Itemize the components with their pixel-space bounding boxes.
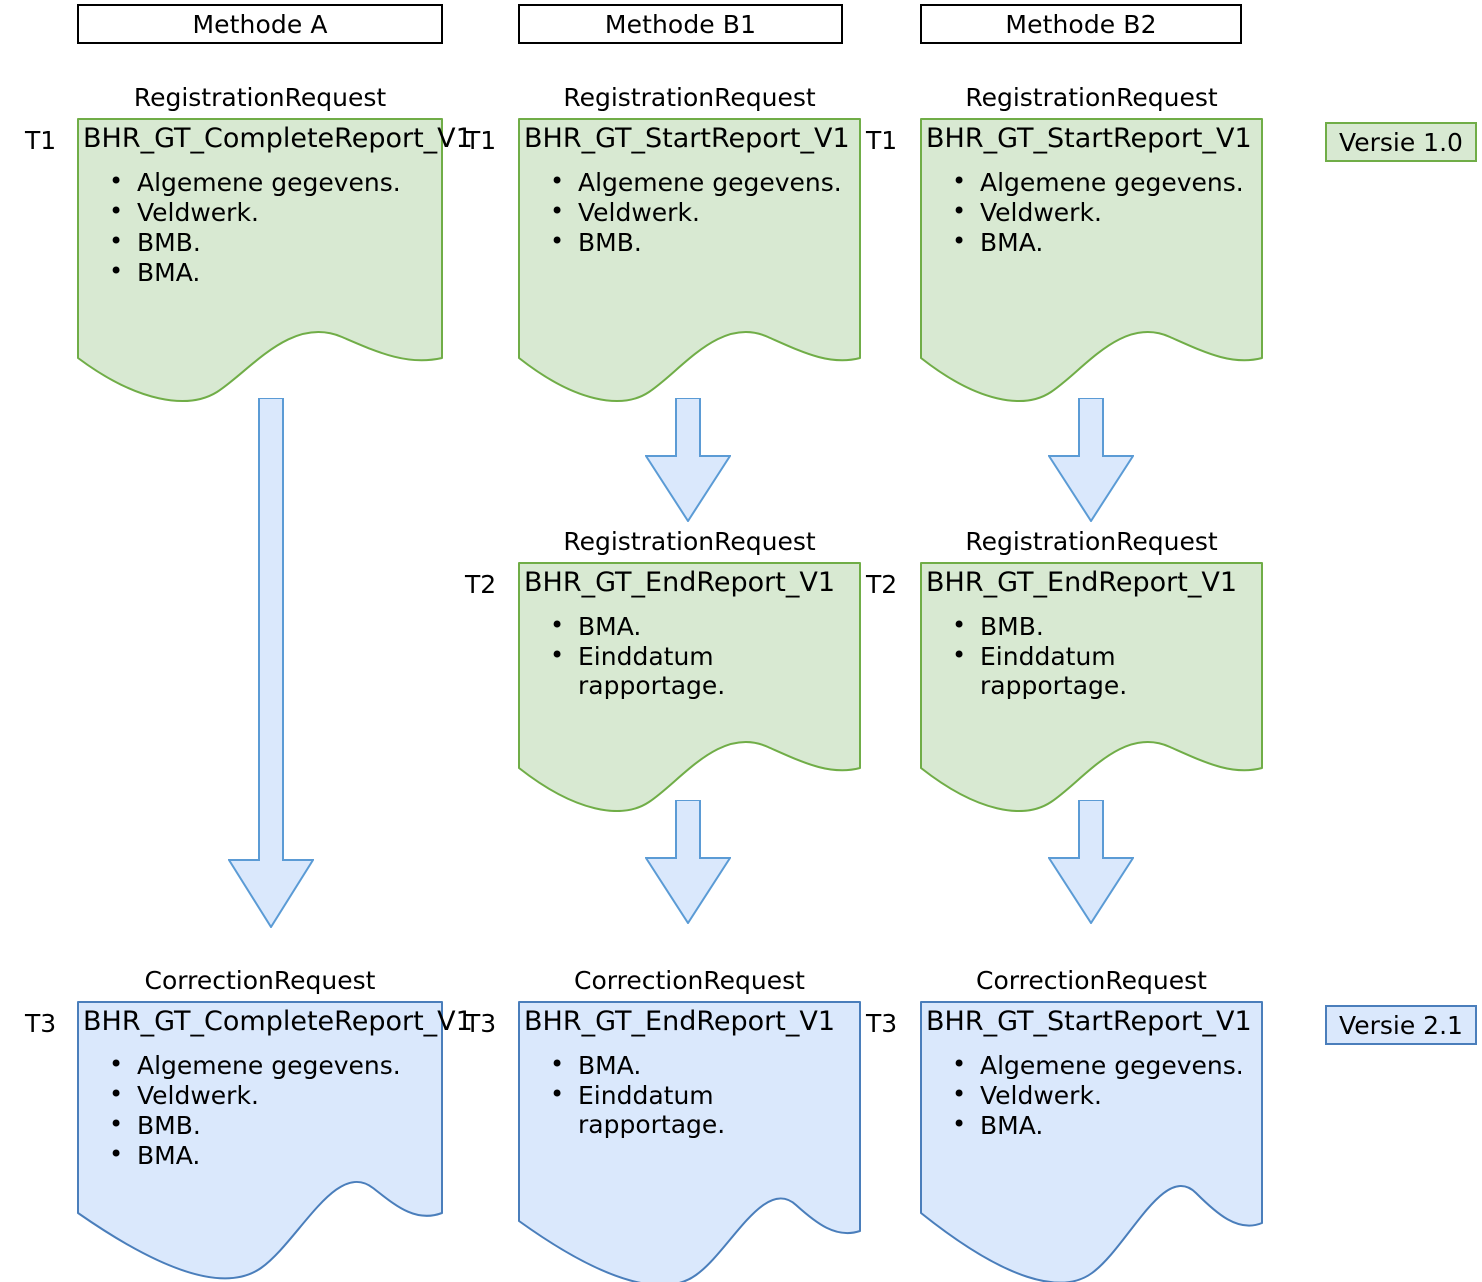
doc-title-b2-t2: RegistrationRequest [920,529,1263,554]
doc-b1-t1-items: Algemene gegevens. Veldwerk. BMB. [524,167,857,257]
doc-b2-t3-name: BHR_GT_StartReport_V1 [926,1006,1252,1037]
doc-title-a-t3-text: CorrectionRequest [144,966,376,995]
list-item: Veldwerk. [952,197,1259,227]
doc-b1-t1: BHR_GT_StartReport_V1 Algemene gegevens.… [518,118,861,403]
method-header-b2-label: Methode B2 [1005,9,1157,39]
doc-title-b2-t3: CorrectionRequest [920,968,1263,993]
method-header-a: Methode A [77,4,443,44]
time-label-b1-t3-text: T3 [465,1009,497,1038]
time-label-b2-t3-text: T3 [866,1009,898,1038]
time-label-b2-t1-text: T1 [866,126,898,155]
list-item: BMA. [952,227,1259,257]
time-label-a-t3-text: T3 [25,1009,57,1038]
doc-a-t1: BHR_GT_CompleteReport_V1 Algemene gegeve… [77,118,473,403]
list-item: BMA. [109,257,439,287]
method-header-a-label: Methode A [192,9,328,39]
list-item: BMB. [109,227,439,257]
doc-title-b1-t1: RegistrationRequest [518,85,861,110]
arrow-b1-t2-to-t3 [645,800,731,924]
doc-b2-t1: BHR_GT_StartReport_V1 Algemene gegevens.… [920,118,1263,403]
doc-title-b1-t1-text: RegistrationRequest [563,83,816,112]
doc-b2-t3: BHR_GT_StartReport_V1 Algemene gegevens.… [920,1001,1263,1282]
arrow-b1-t1-to-t2 [645,398,731,522]
doc-b1-t3: BHR_GT_EndReport_V1 BMA. Einddatum rappo… [518,1001,861,1282]
list-item: BMA. [952,1110,1259,1140]
doc-b2-t2-name: BHR_GT_EndReport_V1 [926,567,1238,598]
doc-title-b2-t1-text: RegistrationRequest [965,83,1218,112]
time-label-b1-t3: T3 [465,1011,496,1036]
list-item: Einddatum rapportage. [550,641,768,700]
time-label-b2-t1: T1 [866,128,897,153]
list-item: Veldwerk. [109,197,439,227]
time-label-b1-t1-text: T1 [465,126,497,155]
doc-title-b2-t3-text: CorrectionRequest [976,966,1207,995]
doc-b1-t2-name: BHR_GT_EndReport_V1 [524,567,836,598]
doc-title-a-t1: RegistrationRequest [77,85,443,110]
list-item: BMA. [550,1050,857,1080]
doc-b2-t1-items: Algemene gegevens. Veldwerk. BMA. [926,167,1259,257]
time-label-a-t1: T1 [25,128,56,153]
doc-a-t3-name: BHR_GT_CompleteReport_V1 [83,1006,473,1037]
method-header-b1-label: Methode B1 [604,9,757,39]
method-header-b1: Methode B1 [518,4,843,44]
version-chip-1-0-label: Versie 1.0 [1339,127,1463,157]
time-label-a-t3: T3 [25,1011,56,1036]
doc-a-t1-items: Algemene gegevens. Veldwerk. BMB. BMA. [83,167,439,287]
doc-title-b2-t1: RegistrationRequest [920,85,1263,110]
arrow-a-t1-to-t3 [228,398,314,928]
doc-title-a-t1-text: RegistrationRequest [133,83,387,112]
doc-b1-t3-items: BMA. Einddatum rapportage. [524,1050,857,1139]
version-chip-2-1: Versie 2.1 [1325,1005,1477,1045]
time-label-a-t1-text: T1 [25,126,57,155]
list-item: Algemene gegevens. [952,1050,1259,1080]
arrow-b2-t1-to-t2 [1048,398,1134,522]
doc-title-b1-t2-text: RegistrationRequest [563,527,816,556]
list-item: Algemene gegevens. [109,1050,439,1080]
list-item: Algemene gegevens. [550,167,857,197]
doc-a-t3-items: Algemene gegevens. Veldwerk. BMB. BMA. [83,1050,439,1170]
list-item: BMB. [550,227,857,257]
time-label-b1-t2-text: T2 [465,570,497,599]
doc-b1-t3-name: BHR_GT_EndReport_V1 [524,1006,836,1037]
list-item: BMB. [952,611,1259,641]
time-label-b2-t3: T3 [866,1011,897,1036]
version-chip-1-0: Versie 1.0 [1325,122,1477,162]
time-label-b2-t2-text: T2 [866,570,898,599]
doc-b1-t1-name: BHR_GT_StartReport_V1 [524,123,850,154]
doc-title-b1-t3: CorrectionRequest [518,968,861,993]
doc-b2-t3-items: Algemene gegevens. Veldwerk. BMA. [926,1050,1259,1140]
doc-b2-t2-items: BMB. Einddatum rapportage. [926,611,1259,700]
doc-b2-t2: BHR_GT_EndReport_V1 BMB. Einddatum rappo… [920,562,1263,812]
arrow-b2-t2-to-t3 [1048,800,1134,924]
list-item: Veldwerk. [550,197,857,227]
list-item: BMB. [109,1110,439,1140]
list-item: Veldwerk. [109,1080,439,1110]
list-item: Einddatum rapportage. [952,641,1170,700]
time-label-b1-t1: T1 [465,128,496,153]
list-item: BMA. [109,1140,439,1170]
method-header-b2: Methode B2 [920,4,1242,44]
version-chip-2-1-label: Versie 2.1 [1339,1010,1463,1040]
doc-a-t1-name: BHR_GT_CompleteReport_V1 [83,123,473,154]
doc-a-t3: BHR_GT_CompleteReport_V1 Algemene gegeve… [77,1001,473,1282]
doc-title-a-t3: CorrectionRequest [77,968,443,993]
time-label-b2-t2: T2 [866,572,897,597]
doc-title-b1-t3-text: CorrectionRequest [574,966,805,995]
time-label-b1-t2: T2 [465,572,496,597]
list-item: Algemene gegevens. [952,167,1259,197]
list-item: Veldwerk. [952,1080,1259,1110]
list-item: Algemene gegevens. [109,167,439,197]
doc-b1-t2-items: BMA. Einddatum rapportage. [524,611,857,700]
list-item: Einddatum rapportage. [550,1080,768,1139]
list-item: BMA. [550,611,857,641]
doc-b1-t2: BHR_GT_EndReport_V1 BMA. Einddatum rappo… [518,562,861,812]
doc-b2-t1-name: BHR_GT_StartReport_V1 [926,123,1252,154]
doc-title-b1-t2: RegistrationRequest [518,529,861,554]
doc-title-b2-t2-text: RegistrationRequest [965,527,1218,556]
